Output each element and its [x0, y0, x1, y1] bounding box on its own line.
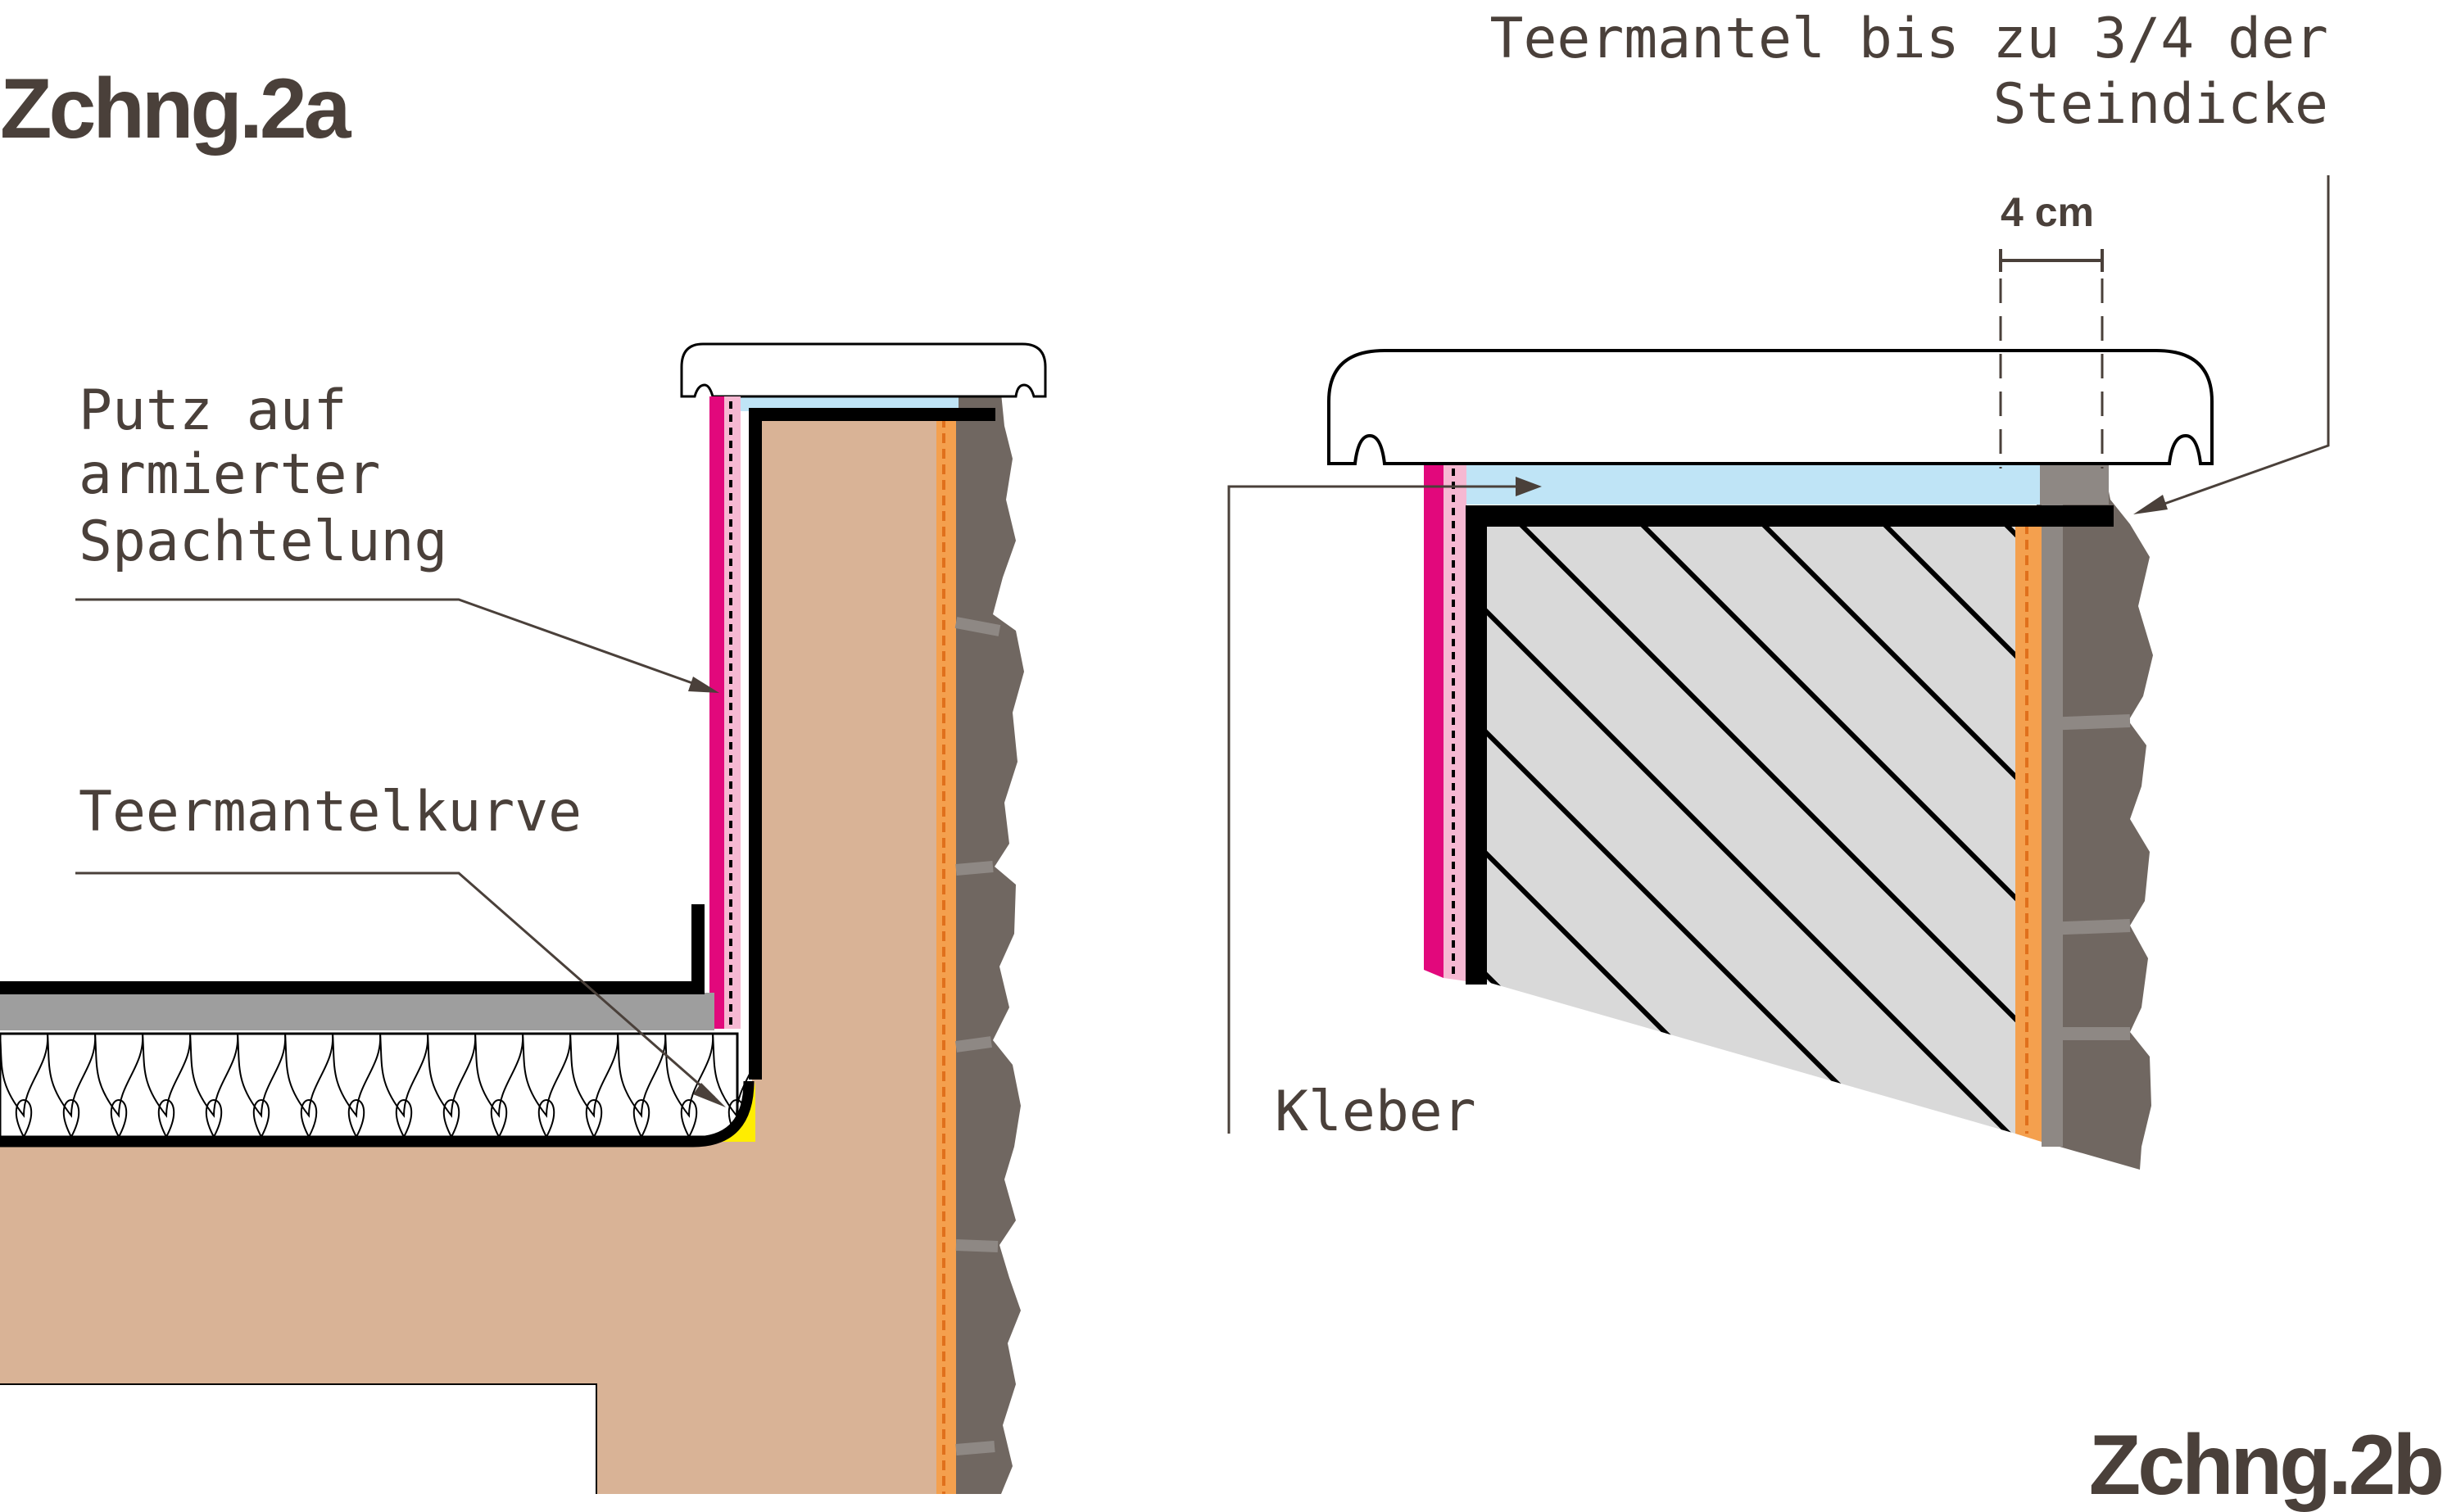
- slab-outline: [0, 1383, 597, 1494]
- leader-kleber: [1227, 485, 1522, 1134]
- masonry-hatching: [1484, 521, 2461, 1258]
- membrane-curve: [0, 1080, 755, 1148]
- membrane-screed: [0, 904, 705, 994]
- orange-render-2b: [2015, 521, 2042, 1142]
- label-putz-line1: Putz auf: [79, 378, 347, 443]
- label-teermantel-line1: Teermantel bis zu 3/4 der: [1490, 7, 2329, 71]
- insulation-wave: [94, 1033, 144, 1138]
- coping-stone-2a: [680, 342, 1047, 398]
- hatch-line: [1757, 521, 2015, 1134]
- label-kurve: Teermantelkurve: [79, 780, 582, 844]
- figure-2b: 4 cm Teermantel bis zu 3/4 der Steindick…: [1227, 7, 2461, 1512]
- magenta-render-2b: [1424, 464, 1444, 978]
- coping-stone-2b: [1327, 349, 2214, 465]
- orange-render-2a: [936, 418, 956, 1494]
- insulation-wave: [522, 1033, 572, 1138]
- mortar-bed-2b: [1466, 464, 2040, 505]
- hatch-line: [2123, 521, 2461, 1258]
- insulation-wave: [189, 1033, 239, 1138]
- stone-shadow-strip-2b: [2042, 459, 2063, 1147]
- label-putz-line2: armierter: [79, 442, 380, 507]
- leader-teermantel: [2152, 175, 2330, 509]
- label-teermantel-line2: Steindicke: [1993, 72, 2328, 137]
- insulation-wave: [142, 1033, 192, 1138]
- screed-layer: [0, 993, 714, 1030]
- hatch-line: [1879, 521, 2015, 1134]
- leader-putz-arrow: [688, 677, 719, 693]
- insulation-wave: [332, 1033, 382, 1138]
- stone-facing-2a: [956, 393, 1024, 1494]
- insulation-wave: [237, 1033, 287, 1138]
- leader-kleber-arrow: [1516, 477, 1542, 496]
- hatch-line: [1484, 521, 2015, 1134]
- magenta-render-2a: [709, 396, 724, 1029]
- insulation-wave: [427, 1033, 477, 1138]
- hatch-line: [1484, 521, 2015, 1134]
- insulation-wave: [379, 1033, 429, 1138]
- label-kleber: Kleber: [1275, 1080, 1476, 1144]
- leader-kurve-arrow: [693, 1083, 726, 1107]
- dimension-4cm: 4 cm: [2001, 189, 2094, 235]
- insulation-wave: [0, 1033, 49, 1138]
- insulation-wave: [569, 1033, 619, 1138]
- insulation-wave: [474, 1033, 524, 1138]
- mortar-bed-2b-stone: [2040, 464, 2109, 505]
- label-putz-line3: Spachtelung: [79, 509, 447, 574]
- hatch-line: [1484, 521, 1893, 1134]
- brick-wall-and-slab: [0, 410, 942, 1494]
- stone-joints-2a: [954, 617, 1001, 1455]
- insulation-wave: [284, 1033, 334, 1138]
- insulation-wave: [47, 1033, 97, 1138]
- yellow-fillet: [713, 1081, 755, 1142]
- membrane-2b: [1466, 505, 2114, 985]
- membrane-wall-2a: [749, 408, 995, 1080]
- stone-facing-2b: [2037, 459, 2153, 1170]
- insulation-pattern: [0, 1033, 762, 1138]
- leader-kurve: [75, 871, 715, 1099]
- leader-teermantel-arrow: [2133, 495, 2168, 514]
- leader-putz: [75, 598, 707, 690]
- hatch-line: [1515, 521, 2015, 1134]
- insulation-layer: [0, 1032, 739, 1139]
- figure-2a-title: Zchng.2a: [0, 61, 352, 156]
- figure-2a: Zchng.2a Putz auf armierter Spachtelung …: [0, 61, 1047, 1494]
- figure-2b-title: Zchng.2b: [2089, 1418, 2442, 1512]
- insulation-wave: [617, 1033, 667, 1138]
- hatched-masonry: [1484, 521, 2015, 1134]
- pink-adhesive-2a: [724, 396, 741, 1029]
- hatch-line: [1636, 521, 2015, 1134]
- insulation-wave: [664, 1033, 714, 1138]
- mortar-bed-2a: [713, 396, 959, 411]
